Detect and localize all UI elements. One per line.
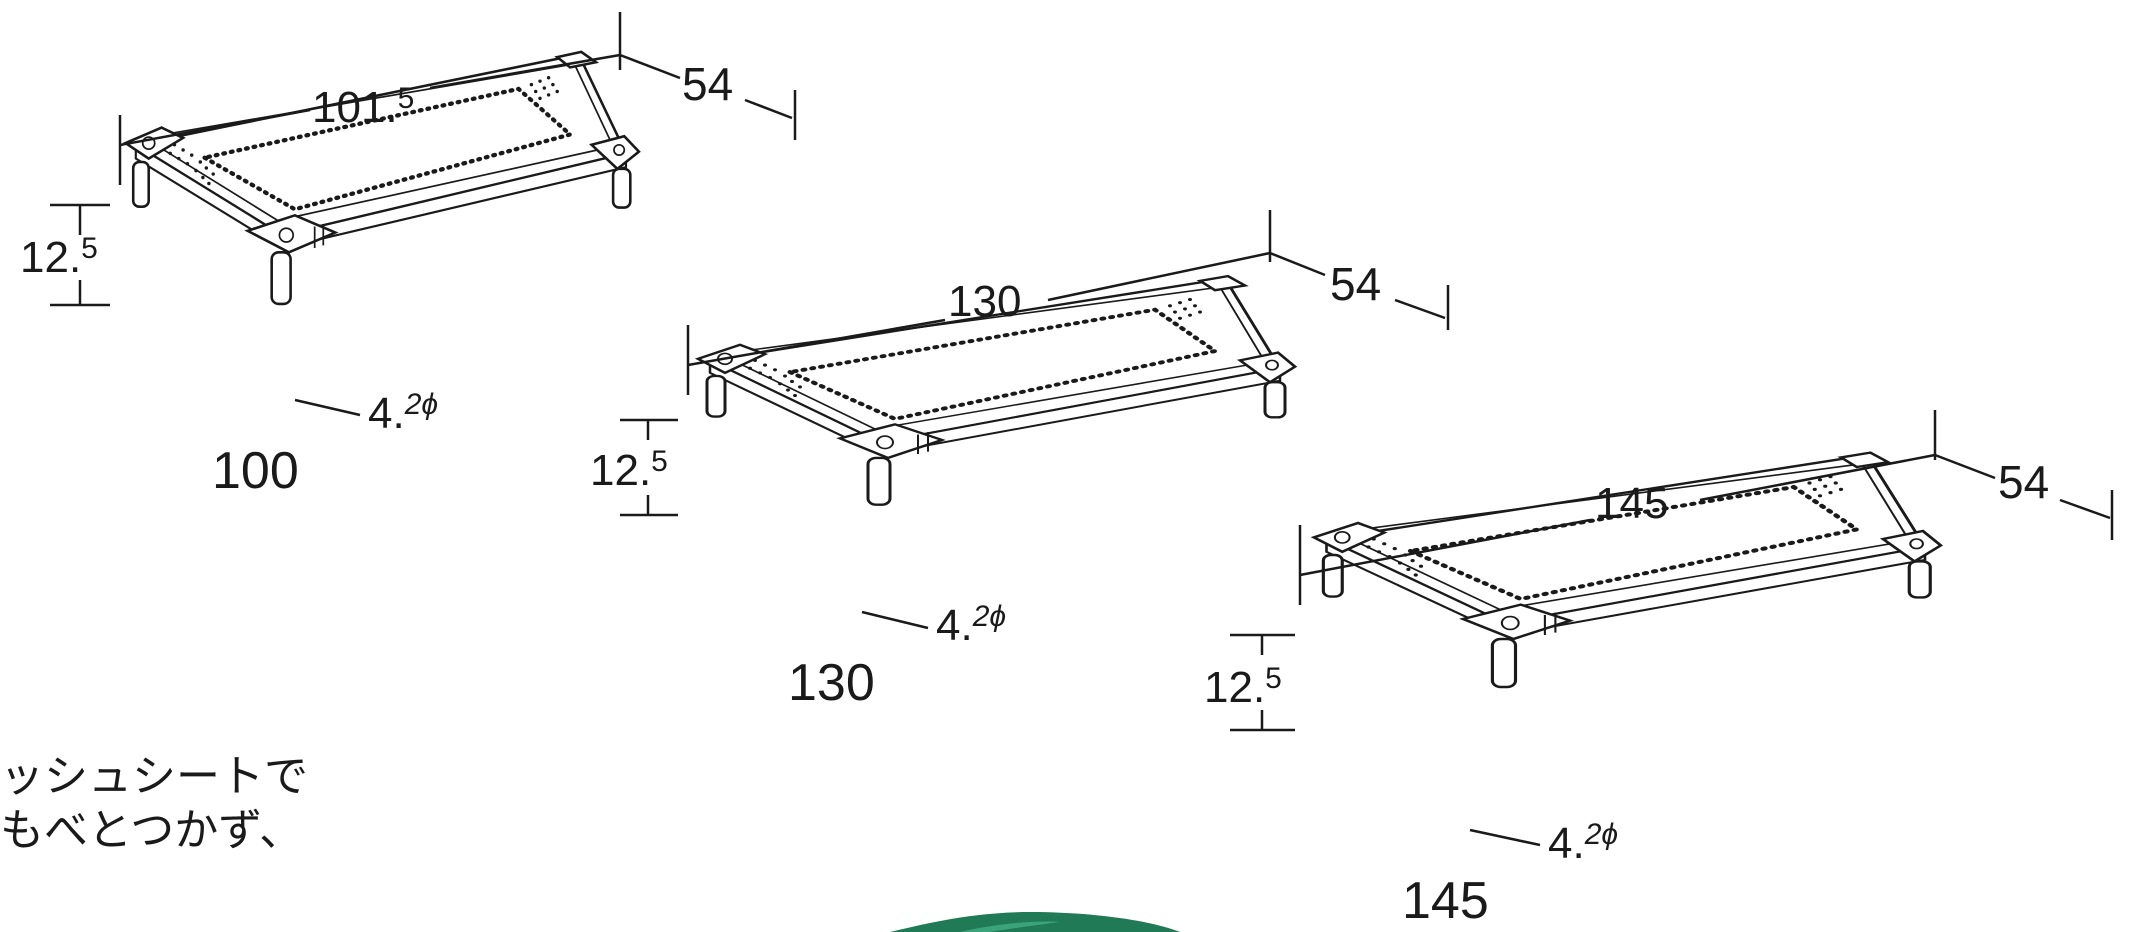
cot-100-dimension-lines (50, 12, 797, 417)
cot-100-length-label: 101.5 (312, 82, 414, 132)
cot-130-dimension-lines (620, 210, 1450, 630)
cot-130-length-label: 130 (948, 277, 1021, 326)
caption-line-2: もべとつかず、 (0, 805, 304, 856)
cot-100-model-label: 100 (212, 442, 299, 500)
cot-130-height-label: 12.5 (590, 445, 668, 495)
cot-100: 101.5 54 12.5 4.2ϕ 100 (20, 12, 797, 500)
cot-130-model-label: 130 (788, 654, 875, 712)
cot-130-leg-diameter-label: 4.2ϕ (936, 600, 1006, 650)
cot-145-height-label: 12.5 (1204, 662, 1282, 712)
cot-145-width-label: 54 (1998, 456, 2049, 508)
cot-130-width-label: 54 (1330, 258, 1381, 310)
cot-145-model-label: 145 (1402, 872, 1489, 930)
green-cot-highlight (960, 921, 1060, 932)
cot-130: 130 54 12.5 4.2ϕ 130 (590, 210, 1450, 712)
caption-line-1: ッシュシートで (0, 751, 308, 802)
cot-145-length-label: 145 (1595, 479, 1668, 528)
cot-100-leg-diameter-label: 4.2ϕ (368, 388, 438, 438)
cot-145-dimension-lines (1230, 410, 2114, 847)
cot-145: 145 54 12.5 4.2ϕ 145 (1204, 410, 2114, 930)
cot-100-width-label: 54 (682, 58, 733, 110)
cot-145-leg-diameter-label: 4.2ϕ (1548, 818, 1618, 868)
cot-100-height-label: 12.5 (20, 232, 98, 282)
